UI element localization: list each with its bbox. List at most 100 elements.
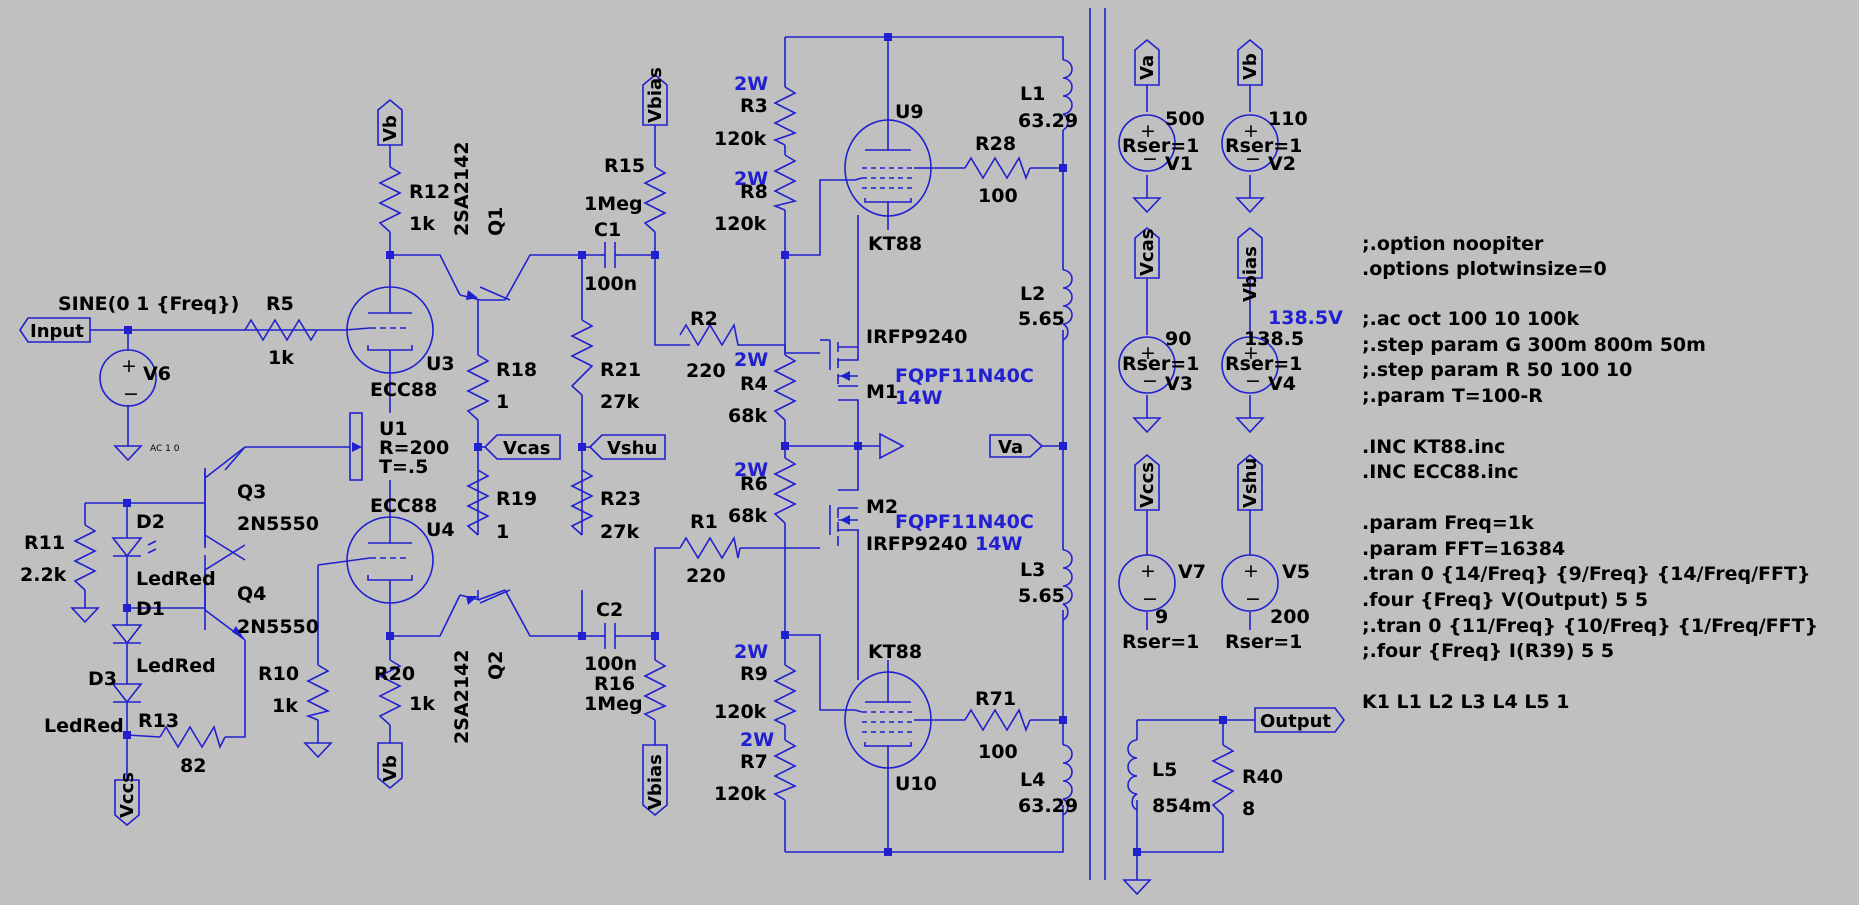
v2-value: 110: [1268, 108, 1308, 130]
r10-value: 1k: [272, 695, 298, 717]
r21-name: R21: [600, 359, 641, 381]
v5-value: 200: [1270, 606, 1310, 628]
v1-source: +−: [1118, 114, 1176, 172]
r4-power: 2W: [734, 349, 768, 371]
r7-power: 2W: [740, 729, 774, 751]
q4-model: 2N5550: [237, 616, 319, 638]
v6-source: +−: [99, 349, 157, 407]
r23-value: 27k: [600, 521, 639, 543]
r19-body: [466, 469, 490, 536]
r6-name: R6: [740, 473, 768, 495]
c1-value: 100n: [584, 273, 637, 295]
l3-value: 5.65: [1018, 585, 1065, 607]
l2-name: L2: [1020, 283, 1045, 305]
d1-name: D1: [136, 598, 165, 620]
ground-icon: [70, 607, 100, 624]
v6-ac-label: AC 1 0: [150, 444, 180, 454]
r3-body: [772, 86, 798, 146]
v2-name: V2: [1268, 153, 1296, 175]
l1-value: 63.29: [1018, 110, 1078, 132]
directive-line: .four {Freq} V(Output) 5 5: [1362, 589, 1648, 611]
u9-model: KT88: [868, 233, 922, 255]
svg-text:Vbias: Vbias: [1240, 246, 1261, 302]
ground-icon: [1235, 417, 1265, 434]
u4-tube: [317, 516, 434, 604]
r16-value: 1Meg: [584, 693, 643, 715]
v1-rser: Rser=1: [1122, 135, 1199, 157]
r40-body: [1211, 744, 1235, 816]
q3-name: Q3: [237, 481, 266, 503]
net-flag-vcas-right: Vcas: [1134, 226, 1160, 279]
v7-rser: Rser=1: [1122, 631, 1199, 653]
q3-transistor: [204, 446, 246, 548]
r71-body: [964, 708, 1031, 733]
v4-probe: 138.5V: [1268, 307, 1343, 329]
u4-model: ECC88: [370, 495, 437, 517]
r8-body: [772, 154, 798, 211]
svg-text:+: +: [1243, 342, 1259, 364]
r8-value: 120k: [714, 213, 767, 235]
svg-text:−: −: [1245, 588, 1261, 610]
r21-value: 27k: [600, 391, 639, 413]
q2-name: Q2: [485, 651, 507, 680]
ground-icon: [113, 445, 143, 462]
v3-source: +−: [1118, 336, 1176, 394]
d1-model: LedRed: [136, 655, 216, 677]
q1-name: Q1: [485, 207, 507, 236]
svg-text:Vbias: Vbias: [645, 67, 666, 123]
svg-text:Vbias: Vbias: [645, 754, 666, 810]
m1-name: M1: [866, 381, 898, 403]
r6-value: 68k: [728, 505, 767, 527]
r12-body: [378, 166, 402, 233]
directive-line: ;.four {Freq} I(R39) 5 5: [1362, 640, 1614, 662]
v3-value: 90: [1165, 328, 1191, 350]
svg-text:Va: Va: [998, 437, 1023, 458]
l3-coil: [1062, 549, 1073, 621]
r40-name: R40: [1242, 766, 1283, 788]
labels: SINE(0 1 {Freq}) V6 AC 1 0 R5 1k R12 1k …: [20, 73, 1343, 820]
u9-tube: [844, 119, 932, 217]
u3-tube: [344, 286, 434, 374]
v4-name: V4: [1268, 373, 1296, 395]
r10-name: R10: [258, 663, 299, 685]
net-flag-va-right: Va: [1134, 38, 1160, 86]
c1-name: C1: [594, 219, 621, 241]
u1-r: R=200: [379, 437, 449, 459]
l5-name: L5: [1152, 759, 1177, 781]
net-flag-va-mid: Va: [989, 434, 1044, 458]
m1-model: IRFP9240: [866, 326, 968, 348]
svg-text:Vb: Vb: [380, 115, 401, 142]
c2-name: C2: [596, 599, 623, 621]
l3-name: L3: [1020, 559, 1045, 581]
m2-mosfet: [829, 505, 858, 546]
net-flag-vb-top: Vb: [377, 98, 403, 146]
spice-directives: ;.option noopiter .options plotwinsize=0…: [1362, 233, 1818, 713]
net-flag-vccs-left: Vccs: [114, 772, 140, 827]
r11-body: [73, 524, 97, 591]
r4-body: [773, 354, 797, 421]
r2-body: [679, 322, 740, 347]
r8-power: 2W: [734, 168, 768, 190]
r71-value: 100: [978, 741, 1018, 763]
m2-name: M2: [866, 496, 898, 518]
r6-power: 2W: [734, 459, 768, 481]
l2-value: 5.65: [1018, 308, 1065, 330]
r71-name: R71: [975, 688, 1016, 710]
diodes: [111, 537, 157, 704]
svg-text:+: +: [1140, 120, 1156, 142]
directive-line: ;.tran 0 {11/Freq} {10/Freq} {1/Freq/FFT…: [1362, 615, 1818, 637]
l4-value: 63.29: [1018, 795, 1078, 817]
q3-model: 2N5550: [237, 513, 319, 535]
svg-text:Output: Output: [1260, 711, 1331, 732]
d3-model: LedRed: [44, 715, 124, 737]
svg-text:+: +: [1140, 560, 1156, 582]
v7-name: V7: [1178, 561, 1206, 583]
q4-name: Q4: [237, 583, 266, 605]
r9-name: R9: [740, 663, 768, 685]
ground-icon: [879, 432, 905, 460]
r13-body: [159, 725, 226, 750]
q2-model: 2SA2142: [451, 650, 473, 745]
potentiometer-u1: [349, 412, 363, 481]
r7-value: 120k: [714, 783, 767, 805]
u1-t: T=.5: [379, 456, 428, 478]
